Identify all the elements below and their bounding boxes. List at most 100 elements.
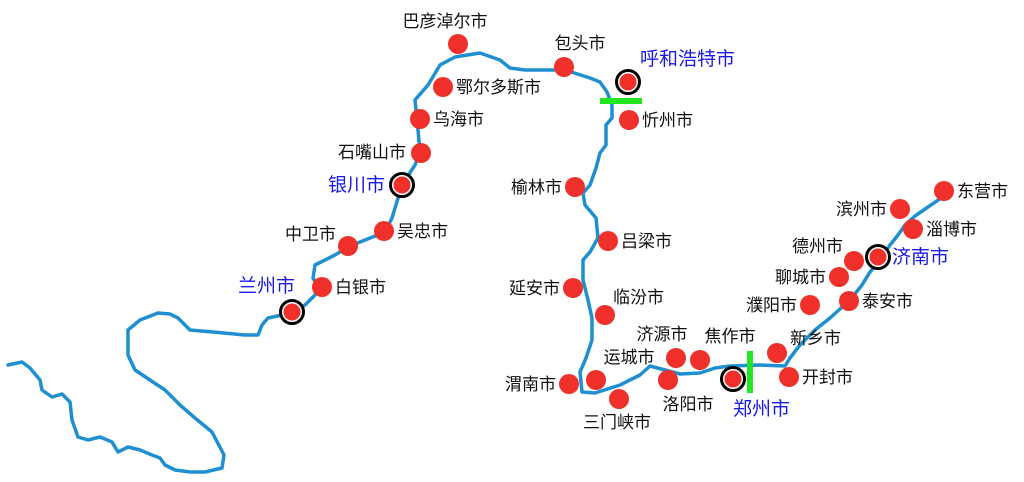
city-dot-icon xyxy=(779,367,799,387)
city-dot-icon xyxy=(411,143,431,163)
city-marker: 吴忠市 xyxy=(374,221,448,242)
city-dot-icon xyxy=(619,110,639,130)
city-dot-icon xyxy=(869,248,887,266)
city-label: 中卫市 xyxy=(285,225,336,245)
city-marker: 石嘴山市 xyxy=(338,143,431,163)
city-label: 濮阳市 xyxy=(746,296,797,316)
city-marker: 榆林市 xyxy=(511,177,585,198)
city-dot-icon xyxy=(338,236,358,256)
city-label: 榆林市 xyxy=(511,178,562,198)
yellow-river-line xyxy=(6,51,946,474)
city-marker: 白银市 xyxy=(312,277,386,298)
capital-city-marker: 呼和浩特市 xyxy=(615,48,735,95)
city-dot-icon xyxy=(410,109,430,129)
city-dot-icon xyxy=(609,389,629,409)
city-label: 泰安市 xyxy=(862,292,913,312)
capital-city-marker: 济南市 xyxy=(865,244,949,270)
city-dot-icon xyxy=(433,77,453,97)
city-label: 延安市 xyxy=(509,279,560,299)
city-dot-icon xyxy=(554,57,574,77)
city-label: 乌海市 xyxy=(433,110,484,130)
city-label: 聊城市 xyxy=(775,268,826,288)
city-dot-icon xyxy=(565,177,585,197)
hydrologic-station-marker-upper xyxy=(600,98,642,104)
city-dot-icon xyxy=(724,370,742,388)
city-marker: 濮阳市 xyxy=(746,295,820,316)
city-label: 渭南市 xyxy=(505,375,556,395)
city-marker: 延安市 xyxy=(509,278,583,299)
city-label: 吕梁市 xyxy=(621,232,672,252)
city-dot-icon xyxy=(829,267,849,287)
city-label: 兰州市 xyxy=(238,275,295,297)
city-marker: 吕梁市 xyxy=(598,231,672,252)
city-label: 吴忠市 xyxy=(397,222,448,242)
city-dot-icon xyxy=(312,277,332,297)
city-label: 开封市 xyxy=(802,368,853,388)
city-marker: 开封市 xyxy=(779,367,853,388)
city-dot-icon xyxy=(619,73,637,91)
city-label: 忻州市 xyxy=(642,111,693,131)
city-label: 呼和浩特市 xyxy=(640,48,735,70)
city-label: 淄博市 xyxy=(926,220,977,240)
city-label: 滨州市 xyxy=(836,200,887,220)
city-dot-icon xyxy=(658,370,678,390)
capital-city-marker: 银川市 xyxy=(328,172,415,198)
city-marker: 聊城市 xyxy=(775,267,849,288)
city-dot-icon xyxy=(800,295,820,315)
city-label: 济源市 xyxy=(637,325,688,345)
city-label: 银川市 xyxy=(328,174,385,196)
city-dot-icon xyxy=(903,219,923,239)
city-marker: 焦作市 xyxy=(690,327,756,370)
city-label: 临汾市 xyxy=(613,288,664,308)
city-marker: 中卫市 xyxy=(285,225,358,256)
capital-city-marker: 郑州市 xyxy=(720,366,790,420)
city-dot-icon xyxy=(586,370,606,390)
hydrologic-station-marker-lower xyxy=(747,351,753,393)
city-label: 济南市 xyxy=(892,246,949,268)
city-label: 巴彦淖尔市 xyxy=(403,12,488,32)
city-label: 德州市 xyxy=(792,237,843,257)
city-dot-icon xyxy=(393,176,411,194)
city-dot-icon xyxy=(890,199,910,219)
city-dot-icon xyxy=(283,303,301,321)
city-label: 焦作市 xyxy=(705,327,756,347)
city-marker: 淄博市 xyxy=(903,219,977,240)
city-marker: 济源市 xyxy=(637,325,688,368)
city-dot-icon xyxy=(374,221,394,241)
city-dot-icon xyxy=(690,350,710,370)
city-dot-icon xyxy=(839,291,859,311)
city-label: 白银市 xyxy=(335,278,386,298)
city-dot-icon xyxy=(448,34,468,54)
city-label: 新乡市 xyxy=(790,329,841,349)
city-marker: 包头市 xyxy=(554,34,606,77)
city-marker: 东营市 xyxy=(934,181,1008,202)
city-dot-icon xyxy=(844,251,864,271)
city-dot-icon xyxy=(598,231,618,251)
city-marker: 三门峡市 xyxy=(583,389,651,433)
city-label: 郑州市 xyxy=(733,398,790,420)
city-dot-icon xyxy=(559,374,579,394)
city-marker: 新乡市 xyxy=(767,329,841,363)
capital-city-marker: 兰州市 xyxy=(238,275,305,325)
city-marker: 渭南市 xyxy=(505,374,579,395)
city-label: 三门峡市 xyxy=(583,413,651,433)
city-dot-icon xyxy=(666,348,686,368)
city-marker: 洛阳市 xyxy=(658,370,714,415)
city-dot-icon xyxy=(767,343,787,363)
city-label: 运城市 xyxy=(604,348,655,368)
city-label: 洛阳市 xyxy=(663,395,714,415)
city-marker: 泰安市 xyxy=(839,291,913,312)
city-marker: 乌海市 xyxy=(410,109,484,130)
city-label: 包头市 xyxy=(555,34,606,54)
city-marker: 运城市 xyxy=(586,348,655,390)
city-dot-icon xyxy=(595,305,615,325)
city-dot-icon xyxy=(563,278,583,298)
city-marker: 巴彦淖尔市 xyxy=(403,12,488,54)
city-dot-icon xyxy=(934,181,954,201)
city-marker: 鄂尔多斯市 xyxy=(433,77,541,98)
city-marker: 德州市 xyxy=(792,237,864,271)
city-marker: 忻州市 xyxy=(619,110,693,131)
city-label: 石嘴山市 xyxy=(338,143,406,163)
city-label: 鄂尔多斯市 xyxy=(456,78,541,98)
